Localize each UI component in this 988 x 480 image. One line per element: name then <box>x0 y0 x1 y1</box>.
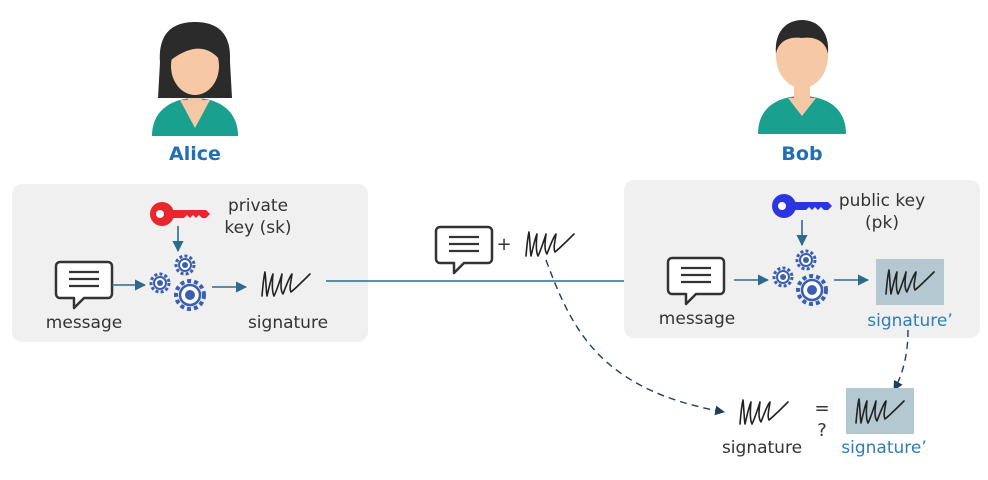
compare-signature-label: signature <box>722 438 802 458</box>
compare-recovered-highlight <box>846 388 914 434</box>
alice-name: Alice <box>169 143 221 165</box>
plus-sign: + <box>496 234 511 255</box>
signature-to-compare-dashed-arrow <box>545 259 725 416</box>
sent-signature-icon <box>525 231 575 257</box>
bob-name: Bob <box>781 143 822 165</box>
public-key-icon <box>772 194 832 218</box>
public-key-label-line1: public key <box>839 191 925 211</box>
recovered-signature-label: signature’ <box>867 311 952 331</box>
private-key-label-line1: private <box>228 196 288 216</box>
equals-sign: = <box>814 398 829 419</box>
alice-signature-label: signature <box>248 313 328 333</box>
bob-avatar <box>758 20 846 134</box>
alice-avatar <box>152 22 238 136</box>
compare-recovered-label: signature’ <box>841 438 926 458</box>
bob-message-label: message <box>659 309 735 329</box>
compare-signature-icon <box>739 399 789 425</box>
alice-message-label: message <box>46 313 122 333</box>
recovered-to-compare-dashed-arrow <box>893 329 909 391</box>
recovered-signature-highlight <box>876 259 944 305</box>
public-key-label-line2: (pk) <box>865 213 899 233</box>
sent-message-icon <box>434 225 494 275</box>
private-key-icon <box>150 202 210 226</box>
private-key-label-line2: key (sk) <box>224 218 291 238</box>
question-mark: ? <box>817 420 827 441</box>
